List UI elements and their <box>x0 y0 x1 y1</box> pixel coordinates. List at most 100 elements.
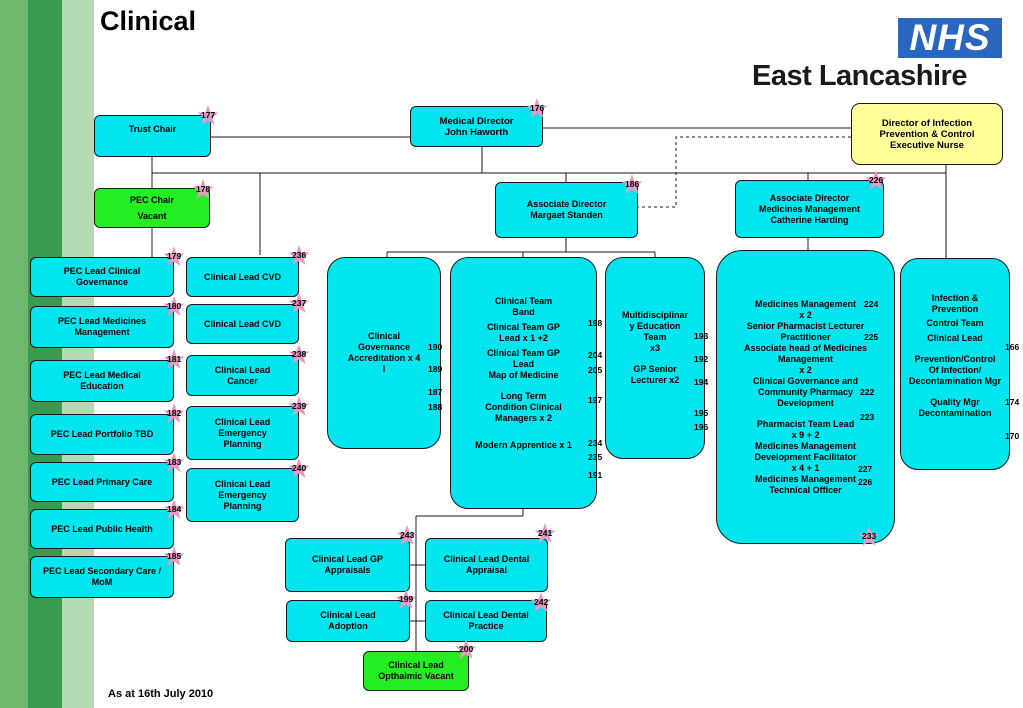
medical-director-title: Medical Director <box>439 115 514 127</box>
clinical-lead-emergency-1[interactable]: Clinical Lead Emergency Planning <box>186 406 299 460</box>
clinical-governance-box[interactable]: Clinical Governance Accreditation x 4 l <box>327 257 441 449</box>
pec-chair-box[interactable]: PEC Chair Vacant <box>94 188 210 228</box>
pec-lead-clinical-governance[interactable]: PEC Lead Clinical Governance <box>30 257 174 297</box>
medicines-management-box[interactable]: Medicines Management x 2 Senior Pharmaci… <box>716 250 895 544</box>
label-line3: Planning <box>223 438 262 449</box>
label-line2: Opthalmic Vacant <box>378 671 454 681</box>
ref-number: 189 <box>428 364 443 374</box>
star-icon <box>163 246 185 266</box>
star-number: 226 <box>869 175 884 185</box>
label-line1: Clinical Lead Dental <box>443 610 529 620</box>
ref-number: 204 <box>588 350 603 360</box>
pec-lead-public-health[interactable]: PEC Lead Public Health <box>30 509 174 549</box>
ref-number: 188 <box>428 402 443 412</box>
star-icon <box>858 526 880 546</box>
ref-number: 235 <box>588 452 603 462</box>
label-line1: Clinical Lead <box>388 660 444 670</box>
label-line1: PEC Lead Clinical <box>63 266 141 276</box>
star-number: 185 <box>167 551 182 561</box>
label-line4: l <box>382 364 386 374</box>
label-line1: PEC Lead Secondary Care / <box>42 566 162 576</box>
label-line: x 2 <box>799 310 812 320</box>
pec-lead-medical-education[interactable]: PEC Lead Medical Education <box>30 360 174 402</box>
director-infection-box[interactable]: Director of Infection Prevention & Contr… <box>851 103 1003 165</box>
label-line: Control Team <box>926 318 984 328</box>
label-line3: Accreditation x 4 <box>347 353 421 363</box>
star-number: 200 <box>459 644 474 654</box>
as-at-date: As at 16th July 2010 <box>108 688 214 700</box>
star-icon <box>288 245 310 265</box>
clinical-lead-gp-appraisals[interactable]: Clinical Lead GP Appraisals <box>285 538 410 592</box>
label-line: Modern Apprentice x 1 <box>475 440 572 450</box>
label-line: Technical Officer <box>769 485 842 495</box>
clinical-lead-cvd-2[interactable]: Clinical Lead CVD <box>186 304 299 344</box>
clinical-team-box[interactable]: Clinical Team Band Clinical Team GP Lead… <box>450 257 597 509</box>
label-line: Community Pharmacy <box>757 387 854 397</box>
label-line: y Education <box>629 321 681 331</box>
ref-number: 187 <box>428 387 443 397</box>
label-line: Multidisciplinar <box>621 310 688 320</box>
pec-lead-primary-care[interactable]: PEC Lead Primary Care <box>30 462 174 502</box>
star-icon <box>526 98 548 118</box>
pec-lead-medicines[interactable]: PEC Lead Medicines Management <box>30 306 174 348</box>
star-icon <box>288 458 310 478</box>
label-line: Decontamination Mgr <box>908 376 1001 386</box>
ref-number: 190 <box>428 342 443 352</box>
label-line1: PEC Lead Medicines <box>57 316 147 326</box>
page-title: Clinical <box>100 6 197 36</box>
clinical-lead-cvd-1[interactable]: Clinical Lead CVD <box>186 257 299 297</box>
star-icon <box>534 523 556 543</box>
infection-team-box[interactable]: Infection & Prevention Control Team Clin… <box>900 258 1010 470</box>
star-number: 181 <box>167 354 182 364</box>
multidisciplinary-box[interactable]: Multidisciplinar y Education Team x3 GP … <box>605 257 705 459</box>
trust-chair-box[interactable]: Trust Chair <box>94 115 211 157</box>
star-number: 183 <box>167 457 182 467</box>
ref-number: 198 <box>588 318 603 328</box>
label-line: Band <box>512 307 535 317</box>
pec-lead-secondary-care[interactable]: PEC Lead Secondary Care / MoM <box>30 556 174 598</box>
label-line: Long Term <box>500 391 547 401</box>
ref-number: 222 <box>860 387 875 397</box>
ref-number: 195 <box>694 408 709 418</box>
label: PEC Lead Portfolio TBD <box>50 429 154 439</box>
clinical-lead-emergency-2[interactable]: Clinical Lead Emergency Planning <box>186 468 299 522</box>
star-icon <box>197 105 219 125</box>
assoc-director-meds-line3: Catherine Harding <box>770 214 849 225</box>
label-line: GP Senior <box>633 364 677 374</box>
star-icon <box>192 179 214 199</box>
star-icon <box>288 293 310 313</box>
star-icon <box>163 349 185 369</box>
label-line: Clinical Lead <box>927 333 983 343</box>
label-line: x 4 + 1 <box>791 463 820 473</box>
clinical-lead-dental-practice[interactable]: Clinical Lead Dental Practice <box>425 600 547 642</box>
clinical-lead-adoption[interactable]: Clinical Lead Adoption <box>286 600 410 642</box>
star-icon <box>395 589 417 609</box>
assoc-director-meds-box[interactable]: Associate Director Medicines Management … <box>735 180 884 238</box>
clinical-lead-cancer[interactable]: Clinical Lead Cancer <box>186 355 299 396</box>
label-line: Lecturer x2 <box>630 375 680 385</box>
clinical-lead-opthalmic[interactable]: Clinical Lead Opthalmic Vacant <box>363 651 469 691</box>
star-number: 179 <box>167 251 182 261</box>
label-line: Practitioner <box>780 332 831 342</box>
ref-number: 205 <box>588 365 603 375</box>
label-line: Medicines Management <box>754 474 857 484</box>
star-icon <box>163 403 185 423</box>
label-line: Management <box>777 354 833 364</box>
pec-lead-portfolio[interactable]: PEC Lead Portfolio TBD <box>30 414 174 455</box>
label-line: Infection & <box>931 293 979 303</box>
star-icon <box>163 452 185 472</box>
label-line: x 2 <box>799 365 812 375</box>
clinical-lead-dental-appraisal[interactable]: Clinical Lead Dental Appraisal <box>425 538 548 592</box>
label-line2: Cancer <box>227 375 258 386</box>
label-line: Lead <box>512 359 534 369</box>
label-line: Medicines Management <box>754 299 857 309</box>
medical-director-box[interactable]: Medical Director John Haworth <box>410 106 543 147</box>
label-line: x 9 + 2 <box>791 430 820 440</box>
star-number: 199 <box>399 594 414 604</box>
assoc-director-box[interactable]: Associate Director Margaet Standen <box>495 182 638 238</box>
ref-number: 227 <box>858 464 873 474</box>
pec-chair-status: Vacant <box>137 210 167 221</box>
label-line: Prevention <box>931 304 979 314</box>
org-name: East Lancashire <box>752 60 967 92</box>
ref-number: 226 <box>858 477 873 487</box>
